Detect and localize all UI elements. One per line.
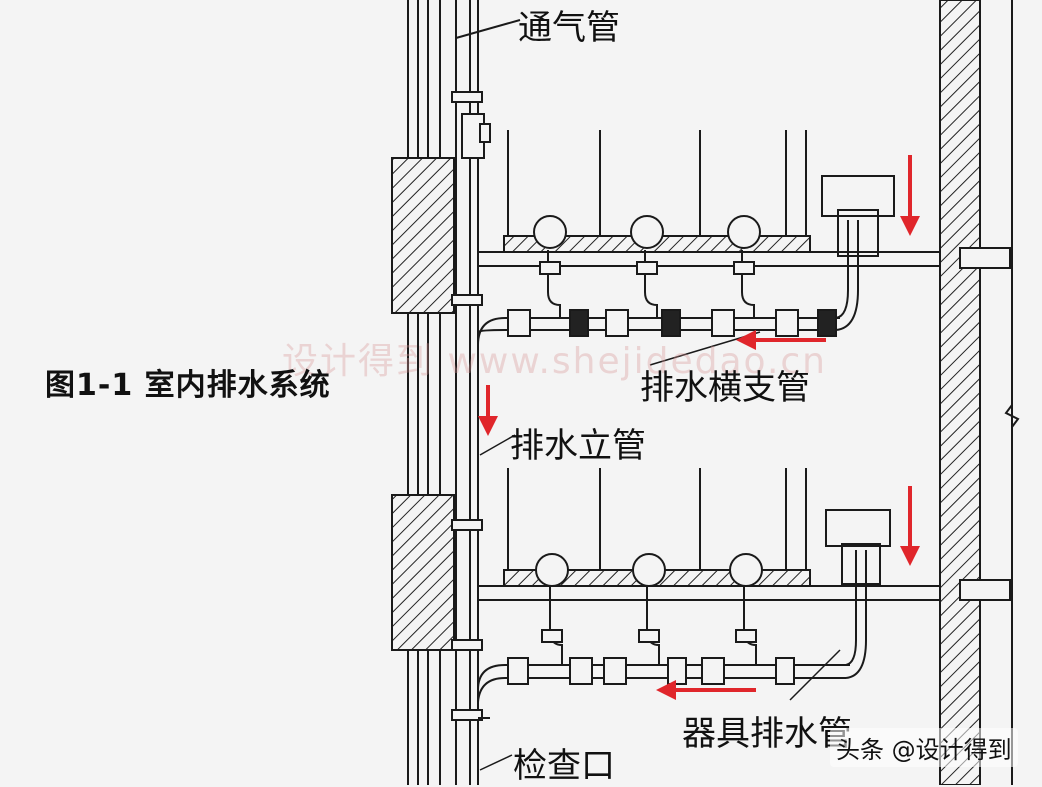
- right-wall: [939, 0, 1020, 785]
- vertical-stack: [451, 0, 521, 785]
- lower-branch-pipes: [477, 509, 891, 719]
- watermark: 设计得到 www.shejidedao.cn: [282, 341, 827, 382]
- label-cleanout: 检查口: [513, 746, 615, 786]
- source-credit: 头条 @设计得到: [830, 728, 1018, 767]
- upper-branch-pipes: [477, 175, 895, 346]
- label-vertical-stack: 排水立管: [510, 426, 646, 466]
- left-wall: [391, 0, 455, 785]
- label-fixture-drain: 器具排水管: [682, 714, 852, 754]
- figure-title: 图1-1 室内排水系统: [45, 368, 331, 403]
- flow-arrows: [478, 155, 920, 700]
- label-horizontal-branch: 排水横支管: [640, 368, 810, 408]
- label-vent-pipe: 通气管: [518, 8, 620, 48]
